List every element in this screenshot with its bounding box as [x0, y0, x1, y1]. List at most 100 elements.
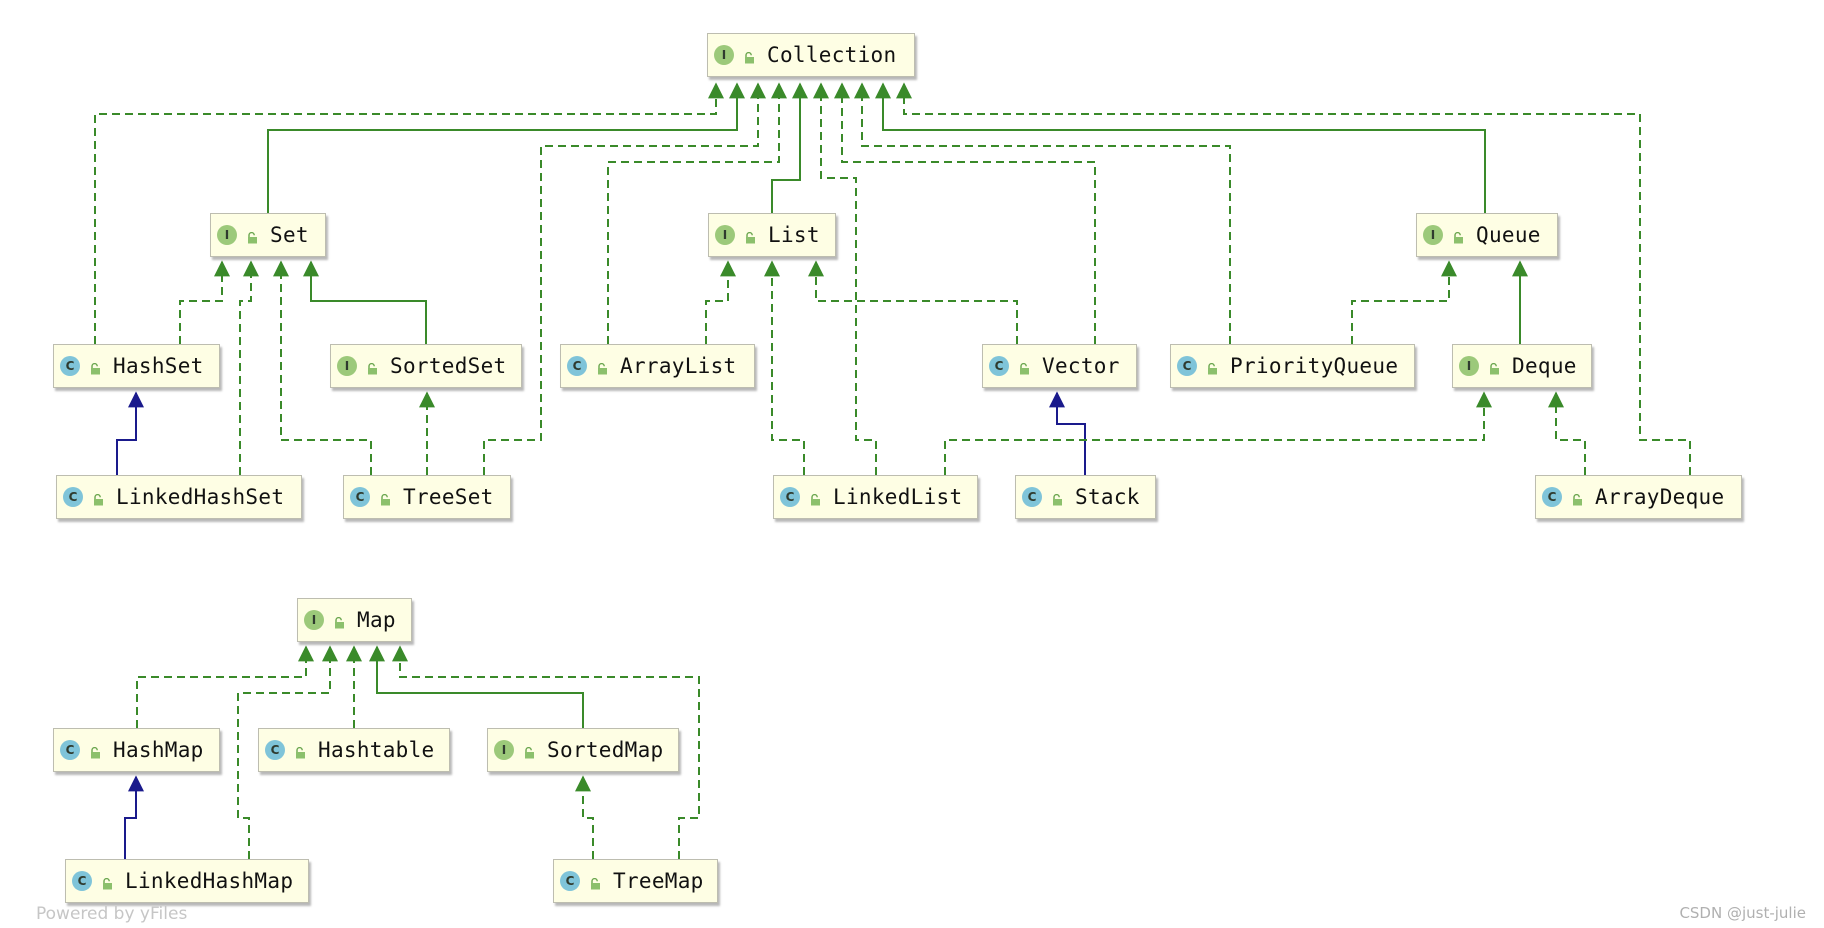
public-lock-icon: [1207, 360, 1218, 375]
edge-vector-to-collection: [834, 82, 1096, 344]
interface-badge-icon: I: [337, 356, 357, 376]
public-lock-icon: [90, 360, 101, 375]
node-label: ArrayDeque: [1595, 485, 1725, 509]
node-label: PriorityQueue: [1230, 354, 1399, 378]
edge-tree-map-to-map: [392, 645, 700, 859]
node-vector[interactable]: C Vector: [982, 344, 1137, 388]
node-label: TreeSet: [403, 485, 494, 509]
powered-by-label: Powered by yFiles: [36, 904, 188, 924]
edge-set-to-collection: [267, 82, 745, 213]
public-lock-icon: [93, 491, 104, 506]
node-list[interactable]: I List: [708, 213, 836, 257]
node-label: Queue: [1476, 223, 1541, 247]
class-badge-icon: C: [1177, 356, 1197, 376]
public-lock-icon: [590, 875, 601, 890]
class-badge-icon: C: [560, 871, 580, 891]
node-label: SortedMap: [547, 738, 664, 762]
class-badge-icon: C: [567, 356, 587, 376]
class-badge-icon: C: [989, 356, 1009, 376]
edge-linked-list-to-deque: [944, 391, 1492, 475]
public-lock-icon: [295, 744, 306, 759]
edge-linked-list-to-collection: [813, 82, 877, 475]
node-label: ArrayList: [620, 354, 737, 378]
public-lock-icon: [380, 491, 391, 506]
node-linked-list[interactable]: C LinkedList: [773, 475, 978, 519]
watermark-label: CSDN @just-julie: [1679, 904, 1806, 922]
class-badge-icon: C: [1022, 487, 1042, 507]
node-deque[interactable]: I Deque: [1452, 344, 1592, 388]
node-label: LinkedList: [833, 485, 963, 509]
class-badge-icon: C: [72, 871, 92, 891]
edge-hash-set-to-collection: [94, 82, 724, 344]
class-badge-icon: C: [265, 740, 285, 760]
node-label: HashSet: [113, 354, 204, 378]
interface-badge-icon: I: [217, 225, 237, 245]
class-badge-icon: C: [780, 487, 800, 507]
interface-badge-icon: I: [715, 225, 735, 245]
node-tree-map[interactable]: C TreeMap: [553, 859, 718, 903]
node-label: Vector: [1042, 354, 1120, 378]
edge-vector-to-list: [808, 260, 1018, 344]
edge-sorted-set-to-set: [303, 260, 427, 344]
node-set[interactable]: I Set: [210, 213, 326, 257]
edge-hash-map-to-map: [136, 645, 314, 728]
public-lock-icon: [1019, 360, 1030, 375]
interface-badge-icon: I: [494, 740, 514, 760]
public-lock-icon: [334, 614, 345, 629]
node-linked-hash-set[interactable]: C LinkedHashSet: [56, 475, 302, 519]
interface-badge-icon: I: [304, 610, 324, 630]
public-lock-icon: [1572, 491, 1583, 506]
node-label: Stack: [1075, 485, 1140, 509]
public-lock-icon: [597, 360, 608, 375]
edge-tree-set-to-set: [273, 260, 372, 475]
node-label: Set: [270, 223, 309, 247]
public-lock-icon: [744, 49, 755, 64]
node-linked-hash-map[interactable]: C LinkedHashMap: [65, 859, 309, 903]
class-badge-icon: C: [60, 740, 80, 760]
edge-array-deque-to-collection: [896, 82, 1691, 475]
public-lock-icon: [1453, 229, 1464, 244]
node-label: Hashtable: [318, 738, 435, 762]
node-label: TreeMap: [613, 869, 704, 893]
node-stack[interactable]: C Stack: [1015, 475, 1156, 519]
node-array-deque[interactable]: C ArrayDeque: [1535, 475, 1742, 519]
edge-priority-queue-to-queue: [1351, 260, 1457, 344]
edge-linked-hash-map-to-map: [237, 645, 338, 859]
node-label: HashMap: [113, 738, 204, 762]
node-label: List: [768, 223, 820, 247]
public-lock-icon: [1052, 491, 1063, 506]
public-lock-icon: [810, 491, 821, 506]
class-badge-icon: C: [63, 487, 83, 507]
edge-layer: [94, 82, 1691, 859]
public-lock-icon: [247, 229, 258, 244]
node-sorted-map[interactable]: I SortedMap: [487, 728, 679, 772]
node-hash-map[interactable]: C HashMap: [53, 728, 220, 772]
edge-linked-hash-set-to-hash-set: [116, 391, 144, 475]
interface-badge-icon: I: [1459, 356, 1479, 376]
node-label: Deque: [1512, 354, 1577, 378]
class-badge-icon: C: [1542, 487, 1562, 507]
node-label: LinkedHashSet: [116, 485, 285, 509]
edge-array-deque-to-deque: [1548, 391, 1586, 475]
node-priority-queue[interactable]: C PriorityQueue: [1170, 344, 1415, 388]
edge-sorted-map-to-map: [369, 645, 584, 728]
edge-array-list-to-collection: [607, 82, 787, 344]
edge-list-to-collection: [771, 82, 808, 213]
node-hashtable[interactable]: C Hashtable: [258, 728, 450, 772]
node-array-list[interactable]: C ArrayList: [560, 344, 755, 388]
public-lock-icon: [1489, 360, 1500, 375]
edge-stack-to-vector: [1049, 391, 1086, 475]
public-lock-icon: [524, 744, 535, 759]
edge-linked-list-to-list: [764, 260, 805, 475]
public-lock-icon: [102, 875, 113, 890]
edge-linked-hash-set-to-set: [239, 260, 259, 475]
node-label: Collection: [767, 43, 897, 67]
node-label: LinkedHashMap: [125, 869, 294, 893]
